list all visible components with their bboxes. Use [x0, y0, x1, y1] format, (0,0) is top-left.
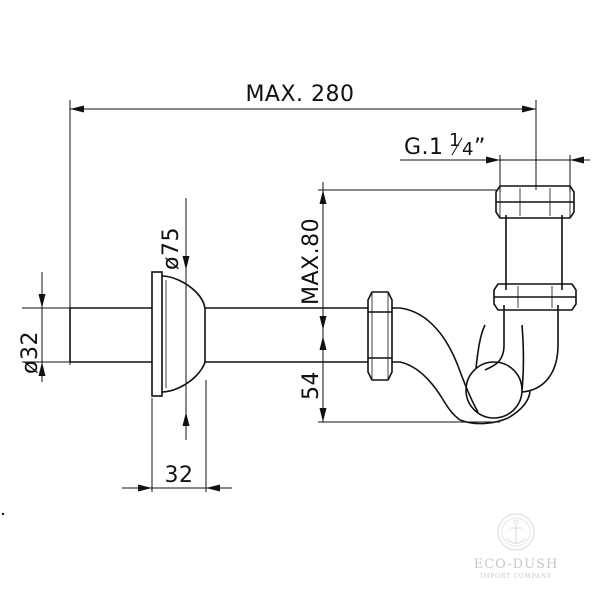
- arrow-right-icon: [522, 105, 536, 113]
- outlet-pipe: [205, 307, 368, 363]
- lower-riser-nut: [493, 283, 577, 311]
- anchor-icon: [497, 513, 535, 551]
- arrow-left-icon: [570, 156, 584, 164]
- arrow-up-icon: [182, 412, 190, 426]
- pipe-diameter-label: ø32: [18, 331, 43, 374]
- thread-fraction-denominator: 4: [462, 139, 473, 160]
- height-dimensions: MAX.80 54: [299, 182, 500, 423]
- rosette-diameter-label: ø75: [159, 227, 184, 270]
- vertical-riser: [484, 215, 563, 393]
- left-hex-nut: [367, 291, 393, 381]
- arrow-left-icon: [70, 105, 84, 113]
- brand-watermark: ECO-DUSH IMPORT COMPANY: [474, 513, 559, 580]
- watermark-brand: ECO-DUSH: [474, 557, 559, 572]
- arrow-down-icon: [319, 408, 327, 422]
- stray-mark: [1, 512, 5, 516]
- thread-label: G.1: [404, 135, 444, 160]
- thread-fraction-numerator: 1: [449, 130, 460, 151]
- max-height-label: MAX.80: [299, 218, 324, 305]
- arrow-down-icon: [319, 316, 327, 330]
- overall-length-dimension: MAX. 280: [69, 82, 537, 365]
- thread-inch-mark: ”: [474, 135, 486, 160]
- pipe-diameter-dimension: ø32: [18, 272, 75, 382]
- wall-pipe: [69, 307, 152, 363]
- arrow-right-icon: [486, 156, 500, 164]
- wall-rosette: [151, 271, 206, 397]
- overall-length-label: MAX. 280: [245, 82, 354, 107]
- watermark-tagline: IMPORT COMPANY: [480, 573, 552, 580]
- arrow-up-icon: [319, 190, 327, 204]
- trap-bend: [392, 307, 531, 425]
- drop-height-label: 54: [299, 371, 324, 400]
- rosette-diameter-dimension: ø75: [159, 198, 190, 440]
- fraction-slash: [451, 137, 463, 156]
- rosette-depth-dimension: 32: [122, 380, 232, 492]
- arrow-left-icon: [206, 484, 220, 492]
- arrow-down-icon: [38, 294, 46, 308]
- arrow-up-icon: [319, 336, 327, 350]
- upper-riser-nut: [495, 185, 575, 219]
- thread-dimension: G.1 1 4 ”: [400, 130, 590, 192]
- arrow-up-icon: [38, 362, 46, 376]
- arrow-down-icon: [182, 256, 190, 270]
- arrow-right-icon: [138, 484, 152, 492]
- rosette-depth-label: 32: [165, 463, 194, 488]
